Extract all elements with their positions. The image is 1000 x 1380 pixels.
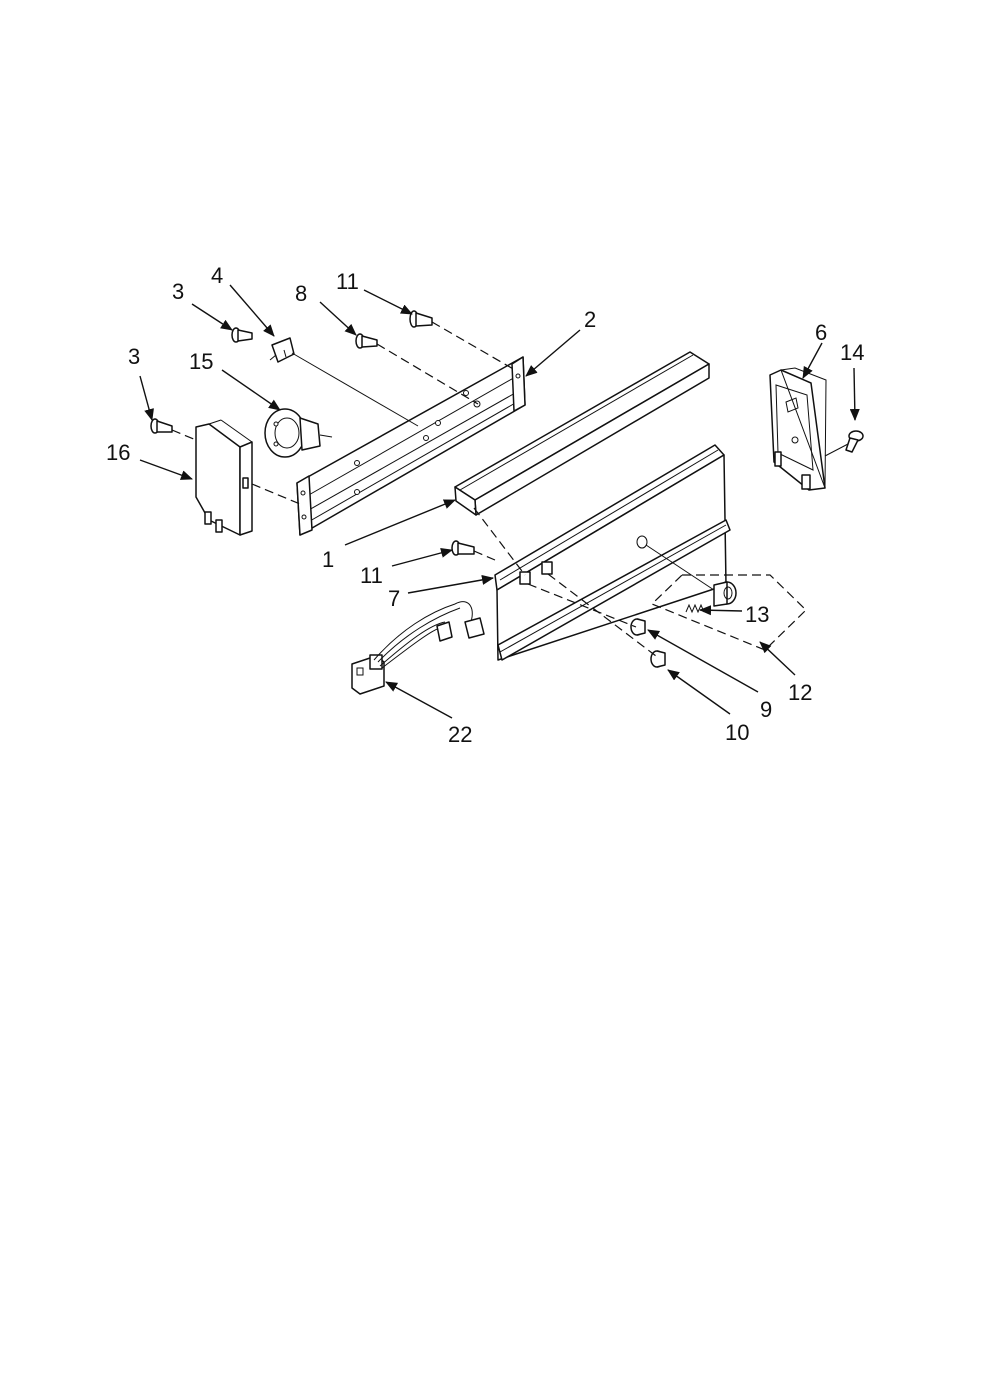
callout-label-9: 9 [760, 697, 772, 722]
callout-label-14: 14 [840, 340, 864, 365]
part-11-screw-lower [451, 540, 475, 556]
part-22-wire-harness [351, 601, 485, 695]
callout-7: 7 [388, 574, 494, 611]
callout-11-lower: 11 [360, 548, 453, 588]
callout-16: 16 [106, 440, 193, 480]
callout-4: 4 [211, 263, 275, 337]
callout-label-2: 2 [584, 307, 596, 332]
callout-label-8: 8 [295, 281, 307, 306]
part-9-button [630, 618, 646, 636]
callout-11-top: 11 [336, 269, 413, 315]
part-3-screw-left [150, 418, 173, 434]
part-3-screw-top [231, 327, 253, 343]
callout-label-6: 6 [815, 320, 827, 345]
callout-label-7: 7 [388, 586, 400, 611]
part-4-clip [269, 337, 295, 363]
assembly-lines [171, 321, 849, 657]
callout-label-4: 4 [211, 263, 223, 288]
callout-label-3a: 3 [172, 279, 184, 304]
callout-9: 9 [647, 629, 772, 722]
callout-label-3b: 3 [128, 344, 140, 369]
part-14-screw [845, 430, 864, 453]
callout-label-10: 10 [725, 720, 749, 745]
part-6-end-cap [769, 367, 827, 491]
callout-15: 15 [189, 349, 281, 411]
part-7-console-panel [494, 444, 731, 661]
part-16-end-cap [195, 419, 253, 536]
part-11-screw-top [409, 310, 433, 328]
callout-label-11b: 11 [360, 563, 383, 588]
callout-12: 12 [759, 641, 812, 705]
callout-14: 14 [840, 340, 864, 421]
callout-2: 2 [525, 307, 596, 377]
callout-1: 1 [322, 499, 456, 572]
callout-label-16: 16 [106, 440, 130, 465]
part-13-spring [685, 603, 705, 614]
callout-label-13: 13 [745, 602, 769, 627]
callout-label-15: 15 [189, 349, 213, 374]
callout-22: 22 [385, 681, 472, 747]
part-15-switch [264, 408, 333, 458]
callout-3-left: 3 [128, 344, 154, 421]
callout-3-top: 3 [172, 279, 233, 331]
part-12-knob-kit [650, 574, 807, 651]
callout-13: 13 [699, 602, 769, 627]
part-8-screw [355, 333, 378, 349]
callout-label-12: 12 [788, 680, 812, 705]
knob [713, 581, 737, 607]
callout-6: 6 [802, 320, 827, 379]
part-2-mounting-bracket [296, 356, 526, 536]
callout-10: 10 [667, 669, 749, 745]
callout-label-22: 22 [448, 722, 472, 747]
callout-label-1: 1 [322, 547, 334, 572]
callout-8: 8 [295, 281, 357, 336]
callout-label-11a: 11 [336, 269, 359, 294]
